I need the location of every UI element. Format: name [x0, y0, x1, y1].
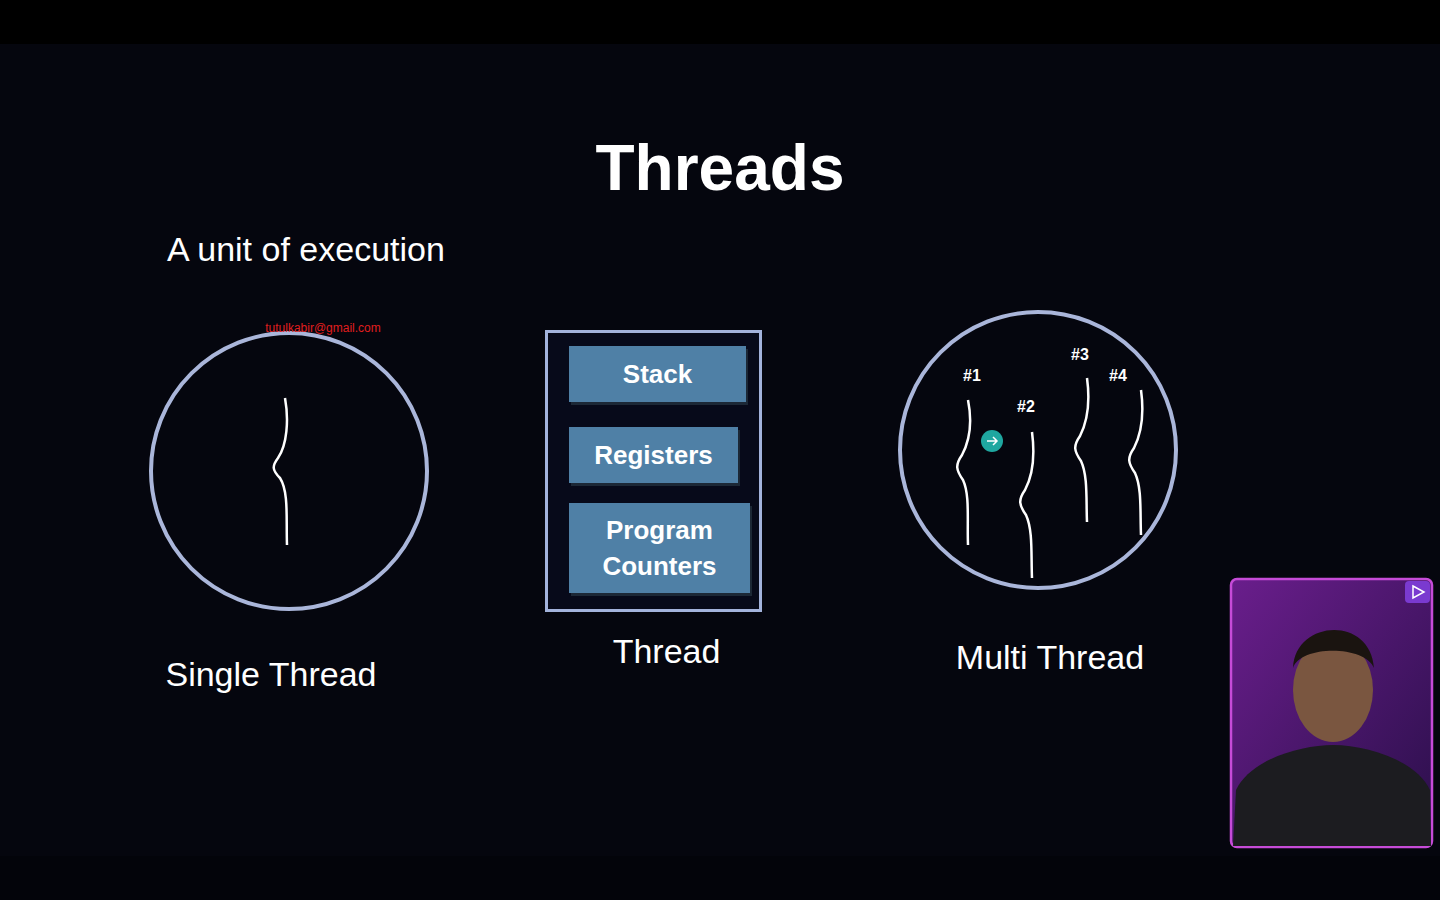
thread-circle: Single Thread: [148, 330, 430, 612]
thread-number: #1: [963, 366, 981, 385]
component-box: Stack: [569, 346, 746, 402]
webcam-badge: [1405, 581, 1430, 603]
component-box: Program Counters: [569, 503, 750, 593]
webcam-frame: [1231, 579, 1432, 847]
circle-outline: [148, 330, 430, 612]
thread-number: #2: [1017, 397, 1035, 416]
node-heading: Multi Thread: [909, 637, 1191, 678]
thread-number: #3: [1071, 345, 1089, 364]
node-heading: Single Thread: [130, 654, 412, 695]
title: Threads: [420, 128, 1020, 208]
top-bar: [0, 0, 1440, 44]
presenter-hair: [1293, 630, 1374, 668]
component-name: Stack: [615, 352, 700, 396]
component-name: Program Counters: [569, 508, 750, 588]
subtitle: A unit of execution: [167, 229, 445, 270]
thread-line: [1129, 390, 1142, 535]
play-icon: [1413, 586, 1424, 598]
thread-line: [1020, 432, 1033, 578]
cursor-dot: [981, 430, 1003, 452]
thread-box: ThreadStackRegistersProgram Counters: [545, 330, 762, 612]
thread-line: [1075, 378, 1088, 522]
thread-line: [274, 398, 287, 545]
thread-line: [957, 400, 970, 545]
circle-outline: [151, 333, 427, 609]
circle-outline: [897, 309, 1179, 591]
thread-number: #4: [1109, 366, 1127, 385]
component-box: Registers: [569, 427, 738, 483]
component-name: Registers: [586, 433, 721, 477]
player-bar: [0, 856, 1440, 900]
circle-outline: [900, 312, 1176, 588]
presenter-body: [1233, 745, 1431, 846]
thread-circle: Multi Thread: [897, 309, 1179, 591]
cursor-arrow: [987, 437, 997, 445]
node-heading: Thread: [558, 631, 775, 672]
watermark: tutulkabir@gmail.com: [265, 321, 381, 335]
